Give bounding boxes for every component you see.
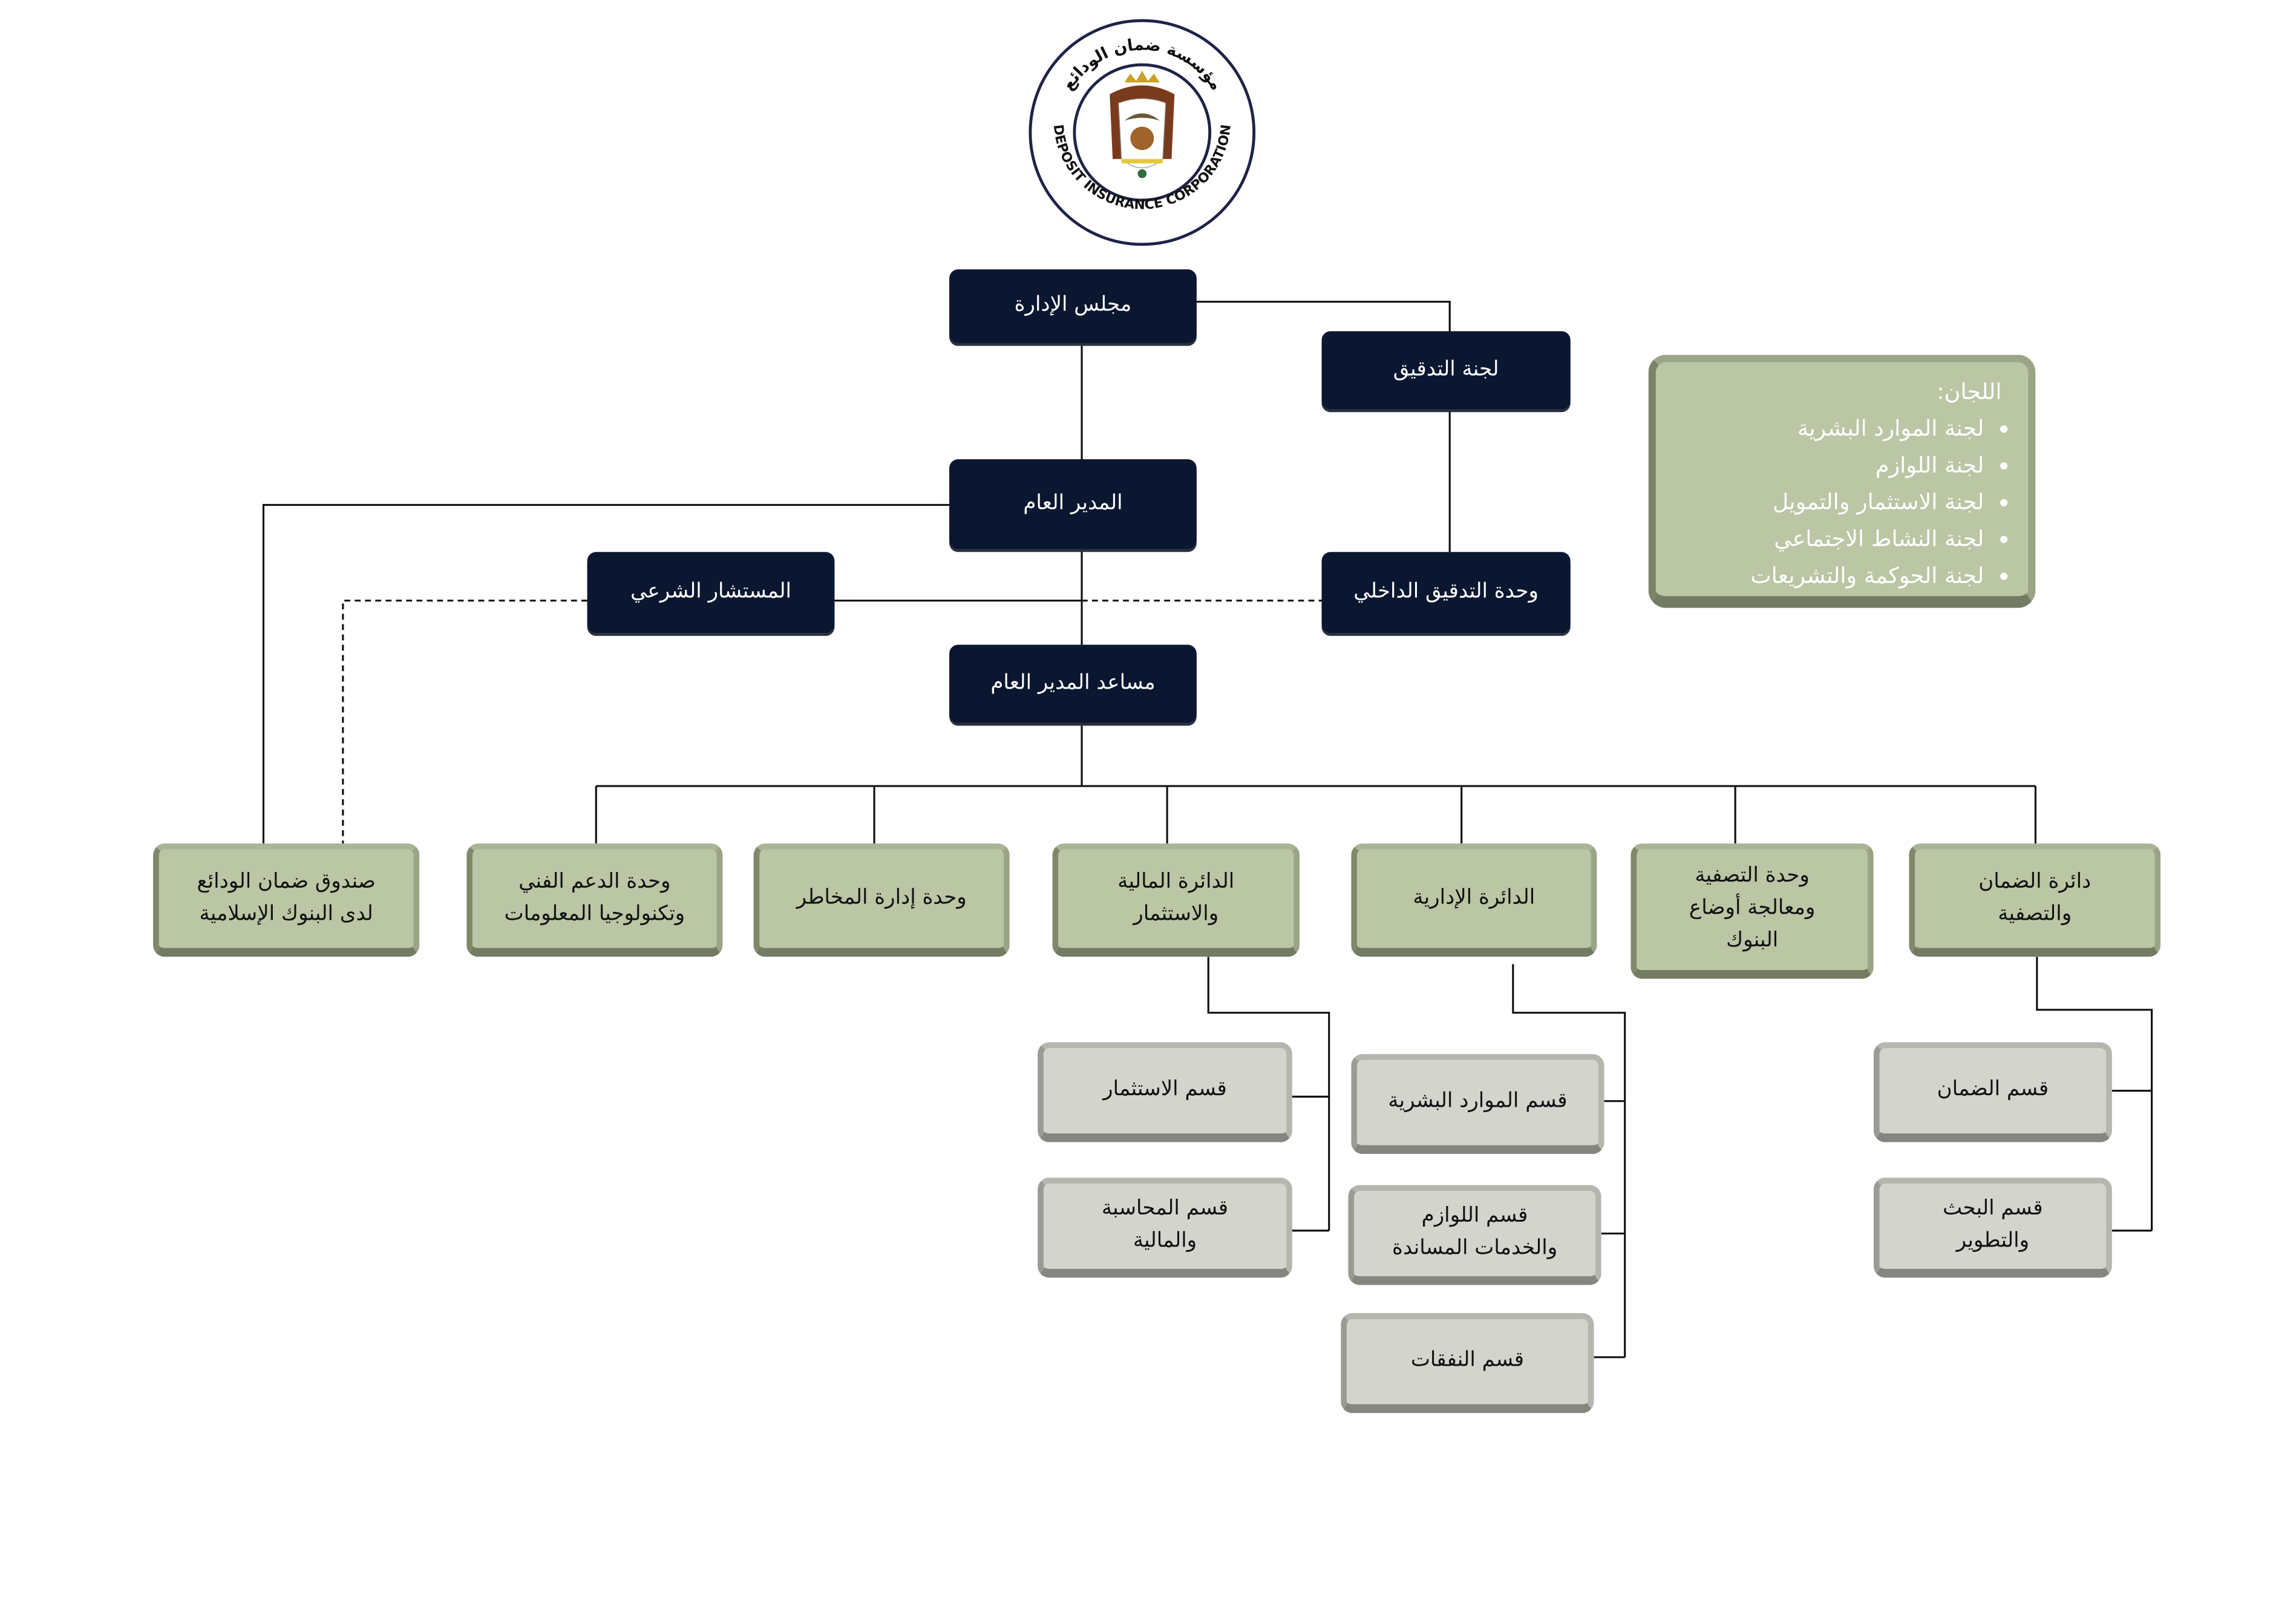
accounting-section-box[interactable]: قسم المحاسبة والمالية <box>1038 1178 1292 1278</box>
administrative-dept-box[interactable]: الدائرة الإدارية <box>1351 843 1597 957</box>
islamic-banks-fund-box[interactable]: صندوق ضمان الودائع لدى البنوك الإسلامية <box>153 843 420 957</box>
committee-item: لجنة اللوازم <box>1670 448 1984 485</box>
expenses-section-box[interactable]: قسم النفقات <box>1341 1312 1594 1414</box>
guarantee-liquidation-dept-box[interactable]: دائرة الضمان والتصفية <box>1909 843 2161 957</box>
sharia-advisor-box[interactable]: المستشار الشرعي <box>587 552 835 634</box>
committees-title: اللجان: <box>1937 378 2002 405</box>
liquidation-unit-box[interactable]: وحدة التصفية ومعالجة أوضاع البنوك <box>1630 843 1874 979</box>
research-section-box[interactable]: قسم البحث والتطوير <box>1873 1178 2112 1278</box>
it-support-unit-box[interactable]: وحدة الدعم الفني وتكنولوجيا المعلومات <box>466 843 723 957</box>
supplies-section-box[interactable]: قسم اللوازم والخدمات المساندة <box>1348 1185 1601 1285</box>
audit-committee-box[interactable]: لجنة التدقيق <box>1321 331 1571 410</box>
assistant-general-manager-box[interactable]: مساعد المدير العام <box>949 644 1197 723</box>
committee-item: لجنة الحوكمة والتشريعات <box>1670 558 1984 595</box>
general-manager-box[interactable]: المدير العام <box>949 459 1197 549</box>
board-of-directors-box[interactable]: مجلس الإدارة <box>949 269 1197 343</box>
committee-item: لجنة الاستثمار والتمويل <box>1670 484 1984 521</box>
coat-of-arms-icon <box>1110 70 1175 179</box>
committee-item: لجنة الموارد البشرية <box>1670 411 1984 448</box>
committees-panel: اللجان: لجنة الموارد البشرية لجنة اللواز… <box>1648 355 2036 608</box>
internal-audit-unit-box[interactable]: وحدة التدقيق الداخلي <box>1321 552 1571 634</box>
risk-management-unit-box[interactable]: وحدة إدارة المخاطر <box>753 843 1010 957</box>
finance-investment-dept-box[interactable]: الدائرة المالية والاستثمار <box>1052 843 1300 957</box>
hr-section-box[interactable]: قسم الموارد البشرية <box>1351 1053 1604 1155</box>
guarantee-section-box[interactable]: قسم الضمان <box>1873 1042 2112 1142</box>
deposit-insurance-corporation-logo: مؤسسة ضمان الودائع DEPOSIT INSURANCE COR… <box>1029 19 1256 246</box>
committee-item: لجنة النشاط الاجتماعي <box>1670 521 1984 558</box>
investment-section-box[interactable]: قسم الاستثمار <box>1038 1042 1292 1142</box>
